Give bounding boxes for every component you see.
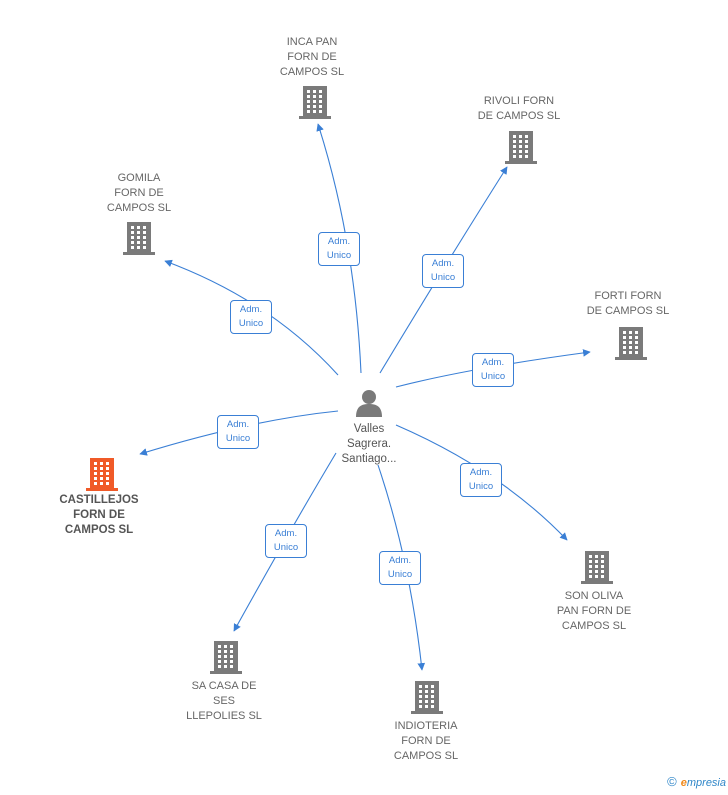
relation-badge-sa-casa[interactable]: Adm. Unico [265, 524, 307, 558]
relation-role-line2: Unico [225, 433, 251, 444]
copyright-symbol: © [667, 774, 677, 789]
relation-badge-castillejos[interactable]: Adm. Unico [217, 415, 259, 449]
relation-role-line1: Adm. [239, 304, 263, 315]
relation-role-line2: Unico [468, 481, 494, 492]
company-label-rivoli[interactable]: RIVOLI FORN DE CAMPOS SL [477, 95, 561, 122]
relation-role-line1: Adm. [327, 236, 351, 247]
relation-badge-forti[interactable]: Adm. Unico [472, 353, 514, 387]
building-icon-son-oliva[interactable] [581, 551, 613, 584]
relation-badge-inca[interactable]: Adm. Unico [318, 232, 360, 266]
relation-role-line1: Adm. [481, 357, 505, 368]
relation-badge-indioteria[interactable]: Adm. Unico [379, 551, 421, 585]
person-name-label[interactable]: Valles Sagrera. Santiago... [341, 423, 397, 465]
person-icon [356, 390, 382, 417]
person-node[interactable] [353, 387, 385, 419]
relation-role-line1: Adm. [226, 419, 250, 430]
relation-badge-gomila[interactable]: Adm. Unico [230, 300, 272, 334]
company-label-forti[interactable]: FORTI FORN DE CAMPOS SL [586, 290, 670, 317]
building-icon-gomila[interactable] [123, 222, 155, 255]
brand-logo-e: e [680, 777, 687, 789]
relation-badge-son-oliva[interactable]: Adm. Unico [460, 463, 502, 497]
relation-role-line2: Unico [238, 318, 264, 329]
building-icon-rivoli[interactable] [505, 131, 537, 164]
company-label-castillejos[interactable]: CASTILLEJOS FORN DE CAMPOS SL [59, 494, 139, 536]
building-icon-sa-casa[interactable] [210, 641, 242, 674]
relation-role-line2: Unico [326, 250, 352, 261]
footer-brand[interactable]: ©empresia [667, 774, 726, 789]
relation-role-line2: Unico [430, 272, 456, 283]
company-label-indioteria[interactable]: INDIOTERIA FORN DE CAMPOS SL [393, 720, 459, 762]
relation-role-line1: Adm. [388, 555, 412, 566]
company-label-gomila[interactable]: GOMILA FORN DE CAMPOS SL [106, 172, 172, 214]
relation-role-line1: Adm. [431, 258, 455, 269]
building-icon-inca[interactable] [299, 86, 331, 119]
relation-role-line1: Adm. [274, 528, 298, 539]
company-label-sa-casa[interactable]: SA CASA DE SES LLEPOLIES SL [186, 680, 262, 722]
relation-badge-rivoli[interactable]: Adm. Unico [422, 254, 464, 288]
building-icon-forti[interactable] [615, 327, 647, 360]
brand-name: mpresia [686, 777, 726, 789]
company-label-son-oliva[interactable]: SON OLIVA PAN FORN DE CAMPOS SL [556, 590, 632, 632]
relation-role-line1: Adm. [469, 467, 493, 478]
relation-role-line2: Unico [273, 542, 299, 553]
building-icon-castillejos[interactable] [86, 458, 118, 491]
building-icon-indioteria[interactable] [411, 681, 443, 714]
relation-role-line2: Unico [387, 569, 413, 580]
company-label-inca[interactable]: INCA PAN FORN DE CAMPOS SL [279, 36, 345, 78]
relation-role-line2: Unico [480, 371, 506, 382]
